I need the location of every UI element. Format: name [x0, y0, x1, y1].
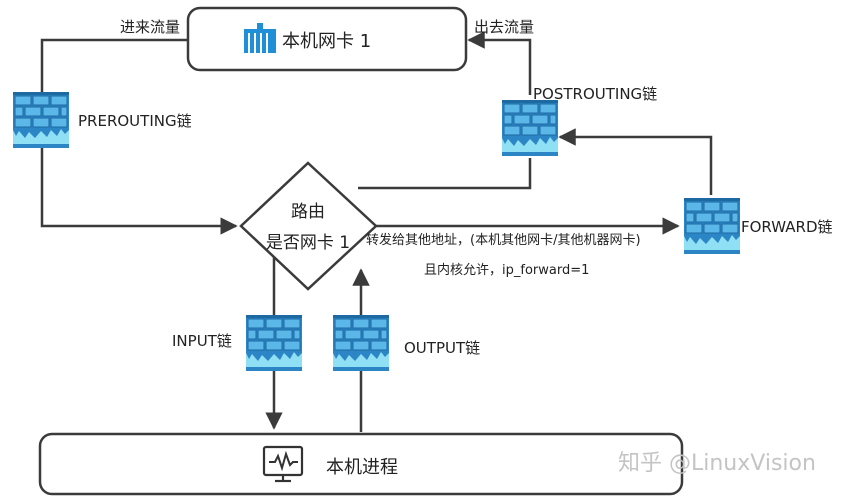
- input-firewall-icon: [245, 314, 303, 372]
- forward-to-postrouting-line: [558, 128, 713, 195]
- forward-note-line2: 且内核允许，ip_forward=1: [424, 262, 589, 278]
- output-label: OUTPUT链: [404, 339, 480, 357]
- prerouting-label: PREROUTING链: [78, 112, 192, 130]
- server-rack-icon: [244, 23, 276, 53]
- outgoing-label: 出去流量: [474, 18, 534, 36]
- decision-line2: 是否网卡 1: [266, 233, 350, 253]
- postrouting-firewall-icon: [501, 99, 559, 157]
- process-box: [38, 432, 684, 496]
- process-label: 本机进程: [326, 457, 398, 478]
- incoming-label: 进来流量: [120, 18, 180, 36]
- prerouting-firewall-icon: [12, 91, 70, 149]
- forward-label: FORWARD链: [741, 218, 833, 236]
- postrouting-label: POSTROUTING链: [533, 85, 657, 103]
- forward-note-line1: 转发给其他地址，(本机其他网卡/其他机器网卡): [366, 232, 641, 248]
- decision-to-postrouting-line: [358, 158, 532, 190]
- routing-decision-diamond: [239, 161, 378, 291]
- forward-firewall-icon: [683, 197, 741, 255]
- watermark: 知乎 @LinuxVision: [618, 451, 816, 476]
- output-firewall-icon: [332, 314, 390, 372]
- input-label: INPUT链: [172, 332, 232, 350]
- monitor-icon: [262, 445, 304, 483]
- decision-line1: 路由: [291, 202, 325, 222]
- nic-label: 本机网卡 1: [282, 31, 371, 52]
- outgoing-flow-line: [467, 31, 532, 95]
